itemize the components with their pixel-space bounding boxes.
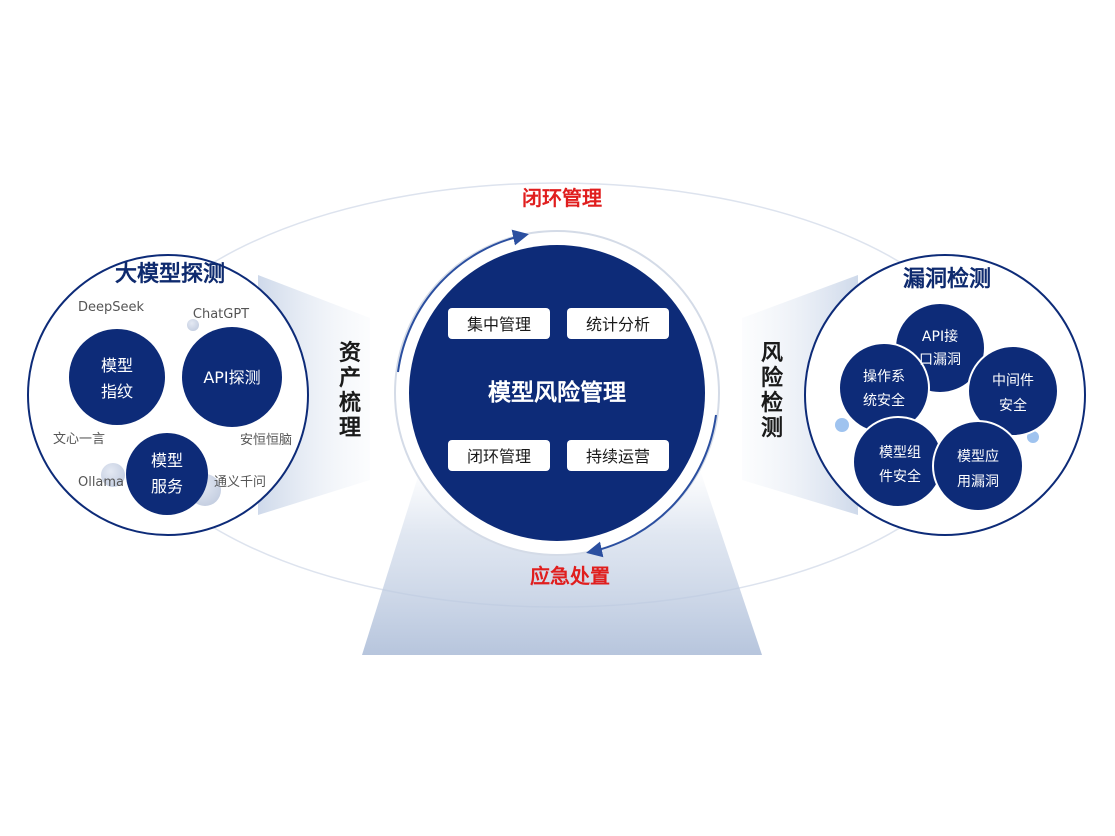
model-name-ollama: Ollama xyxy=(78,475,124,490)
model-service-label-line2: 服务 xyxy=(151,477,183,496)
decor-bubble xyxy=(187,319,199,331)
model-name-wenxin: 文心一言 xyxy=(53,432,105,447)
vuln-circle-app xyxy=(932,420,1024,512)
vuln-middleware-line1: 中间件 xyxy=(992,373,1034,389)
vuln-component-line2: 件安全 xyxy=(879,468,921,485)
left-connector-label: 资 产 梳 理 xyxy=(339,341,361,441)
decor-dot xyxy=(1027,431,1039,443)
fingerprint-label-line2: 指纹 xyxy=(101,382,133,401)
center-button-2[interactable]: 统计分析 xyxy=(567,308,669,339)
model-name-chatgpt: ChatGPT xyxy=(193,307,249,322)
vuln-component-line1: 模型组 xyxy=(879,445,921,461)
center-title: 模型风险管理 xyxy=(488,379,626,406)
left-connector-char-4: 理 xyxy=(339,416,361,441)
vuln-middleware-line2: 安全 xyxy=(999,397,1027,414)
vuln-os-line1: 操作系 xyxy=(863,369,905,385)
fingerprint-label-line1: 模型 xyxy=(101,356,133,375)
bottom-arc-label: 应急处置 xyxy=(530,564,610,588)
model-name-anheng: 安恒恒脑 xyxy=(240,433,292,448)
left-panel-circle xyxy=(27,254,309,536)
center-button-3[interactable]: 闭环管理 xyxy=(448,440,550,471)
right-connector-char-1: 风 xyxy=(761,341,783,366)
left-connector-char-1: 资 xyxy=(339,341,361,366)
fingerprint-circle xyxy=(69,329,165,425)
left-panel-title: 大模型探测 xyxy=(115,261,225,287)
vuln-api-line2: 口漏洞 xyxy=(919,352,961,368)
center-button-label: 统计分析 xyxy=(586,315,650,334)
left-connector-char-3: 梳 xyxy=(339,390,361,416)
center-star-hole xyxy=(931,397,957,421)
bottom-arc-arrow xyxy=(586,414,717,558)
api-probe-circle xyxy=(182,327,282,427)
top-arc-arrow xyxy=(397,229,529,373)
right-connector-char-2: 险 xyxy=(761,365,784,391)
model-service-label-line1: 模型 xyxy=(151,451,183,470)
center-button-label: 集中管理 xyxy=(467,315,531,334)
right-connector-label: 风 险 检 测 xyxy=(761,341,784,441)
vuln-flower xyxy=(838,302,1059,512)
center-button-4[interactable]: 持续运营 xyxy=(567,440,669,471)
vuln-os-line2: 统安全 xyxy=(863,392,905,409)
left-connector-char-2: 产 xyxy=(339,366,361,391)
api-probe-label: API探测 xyxy=(203,368,260,387)
vuln-api-line1: API接 xyxy=(922,328,958,345)
decor-dot xyxy=(835,418,849,432)
vuln-app-line2: 用漏洞 xyxy=(957,474,999,490)
model-name-deepseek: DeepSeek xyxy=(78,300,145,315)
vuln-app-line1: 模型应 xyxy=(957,448,999,465)
vuln-circle-component xyxy=(852,416,944,508)
top-arc-label: 闭环管理 xyxy=(522,186,602,210)
right-panel-title: 漏洞检测 xyxy=(903,266,991,292)
center-button-1[interactable]: 集中管理 xyxy=(448,308,550,339)
right-connector-char-4: 测 xyxy=(761,416,783,441)
center-button-label: 闭环管理 xyxy=(467,447,531,466)
model-name-tongyi: 通义千问 xyxy=(214,475,266,490)
center-button-label: 持续运营 xyxy=(586,447,650,466)
model-service-circle xyxy=(126,433,208,515)
vuln-circle-middleware xyxy=(967,345,1059,437)
decor-bubble xyxy=(101,463,125,487)
right-connector-char-3: 检 xyxy=(761,390,783,416)
